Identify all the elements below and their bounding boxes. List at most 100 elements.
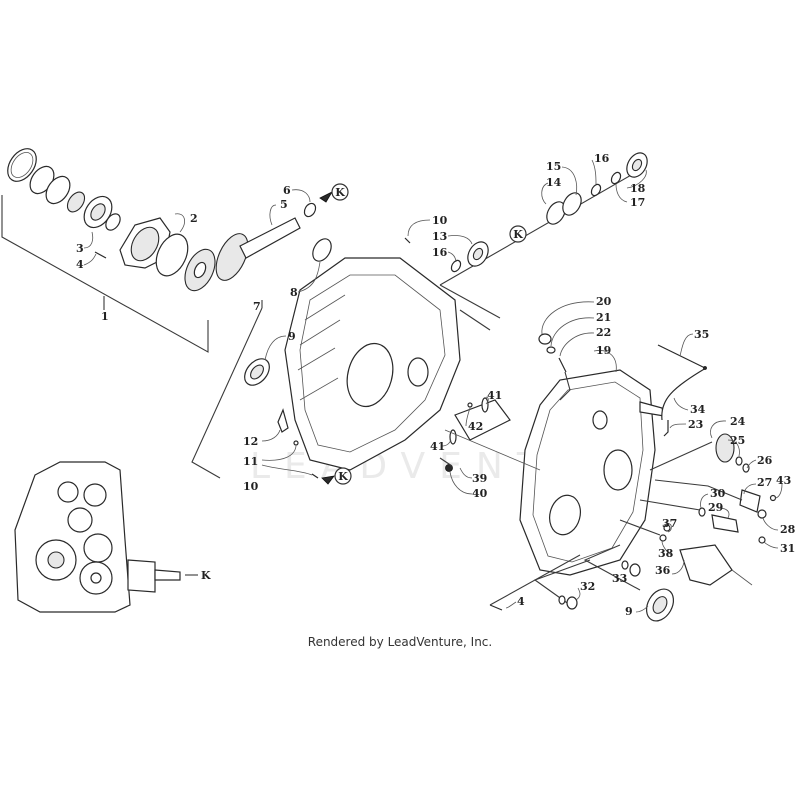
case-flange (299, 274, 446, 453)
callout-34: 34 (690, 403, 706, 416)
bearing-18-inner (631, 158, 643, 172)
leader-10 (407, 219, 431, 237)
callout-7: 7 (253, 300, 261, 313)
oil-seal-9-right-inner (652, 596, 668, 614)
bearing-bore (549, 494, 581, 536)
bolt (94, 251, 107, 259)
callout-27: 27 (757, 476, 772, 489)
callout-22: 22 (596, 326, 611, 339)
inset-k-label: K (201, 569, 211, 582)
leader-29 (717, 507, 730, 519)
callout-39: 39 (472, 472, 487, 485)
callout-16a: 16 (432, 246, 448, 259)
bracket-item-7 (191, 307, 263, 479)
footer-credit: Rendered by LeadVenture, Inc. (307, 635, 493, 649)
leader-34 (673, 397, 689, 411)
washer-37 (663, 524, 671, 532)
o-ring-33 (621, 560, 629, 570)
leader-2 (174, 213, 185, 233)
inset-hub (90, 572, 102, 584)
bearing-bore (346, 342, 394, 408)
callout-15: 15 (546, 160, 561, 173)
oil-seal-inner (90, 203, 106, 221)
leader-14 (541, 182, 549, 205)
inset-gear (57, 481, 79, 503)
callout-38: 38 (658, 547, 674, 560)
shim-ring (45, 175, 71, 205)
pin-41-top (481, 397, 489, 413)
rod-35 (657, 344, 706, 369)
leader-line (459, 309, 491, 331)
leader-35 (679, 333, 694, 357)
clip-26 (742, 463, 750, 473)
leader-15 (561, 166, 578, 196)
rod-end (703, 366, 707, 370)
reference-k-marker (509, 225, 527, 243)
rib (299, 319, 341, 346)
leader-20 (541, 301, 595, 335)
plug-33 (629, 563, 641, 577)
snap-ring-inner (10, 152, 34, 178)
assembled-view-inset: K (14, 461, 211, 613)
callout-36: 36 (655, 564, 671, 577)
callout-20: 20 (596, 295, 612, 308)
arrow-marker (321, 475, 335, 485)
fitting-23 (663, 420, 669, 437)
leader-28 (762, 517, 779, 531)
leader-line (583, 544, 641, 591)
callout-10a: 10 (432, 214, 448, 227)
callout-23: 23 (688, 418, 703, 431)
spring-22 (558, 357, 567, 373)
leader-11 (261, 445, 297, 461)
leader-16b (591, 159, 597, 185)
snap-ring-15 (562, 192, 582, 216)
pin-41-lower (449, 429, 457, 445)
leader-38 (661, 540, 673, 556)
shaft-nut (303, 202, 317, 218)
oil-seal-8 (312, 238, 332, 262)
inset-gear (67, 507, 93, 533)
callout-17: 17 (630, 196, 645, 209)
right-case-half (439, 333, 777, 622)
callout-25: 25 (730, 434, 745, 447)
callout-42: 42 (468, 420, 483, 433)
bevel-gear (215, 233, 249, 281)
callout-35: 35 (694, 328, 709, 341)
dowel-pin-lower (311, 473, 319, 479)
callout-8: 8 (290, 286, 298, 299)
leader-6 (291, 189, 311, 203)
callout-16b: 16 (594, 152, 610, 165)
inset-output-shaft (154, 569, 181, 581)
o-ring-32 (558, 595, 566, 605)
case-flange (532, 381, 644, 563)
leader-13 (447, 235, 473, 245)
reference-k-label: K (513, 228, 523, 241)
secondary-bore (603, 449, 633, 491)
leader-36 (671, 559, 685, 575)
screw-43 (769, 494, 777, 502)
leader-line (649, 441, 713, 471)
leader-18 (626, 169, 647, 189)
callout-28: 28 (780, 523, 796, 536)
arrow-marker (319, 191, 334, 203)
bolt-4 (489, 604, 503, 611)
leader-37 (663, 523, 672, 533)
rib (299, 377, 339, 401)
leader-line (654, 479, 743, 501)
callout-32: 32 (580, 580, 595, 593)
callout-9b: 9 (625, 605, 633, 618)
rib (297, 347, 336, 371)
output-housing-assembly: K (1, 148, 349, 353)
callout-37: 37 (662, 517, 677, 530)
oil-seal-9-inner (250, 364, 264, 380)
callout-21: 21 (596, 311, 611, 324)
leader-9 (264, 335, 287, 361)
leader-27 (743, 483, 757, 495)
leader-42 (465, 407, 471, 427)
callout-31: 31 (780, 542, 795, 555)
reference-k-marker (334, 467, 352, 485)
callout-4b: 4 (517, 595, 525, 608)
callout-13: 13 (432, 230, 447, 243)
callout-12: 12 (243, 435, 258, 448)
screw-39 (439, 457, 453, 467)
